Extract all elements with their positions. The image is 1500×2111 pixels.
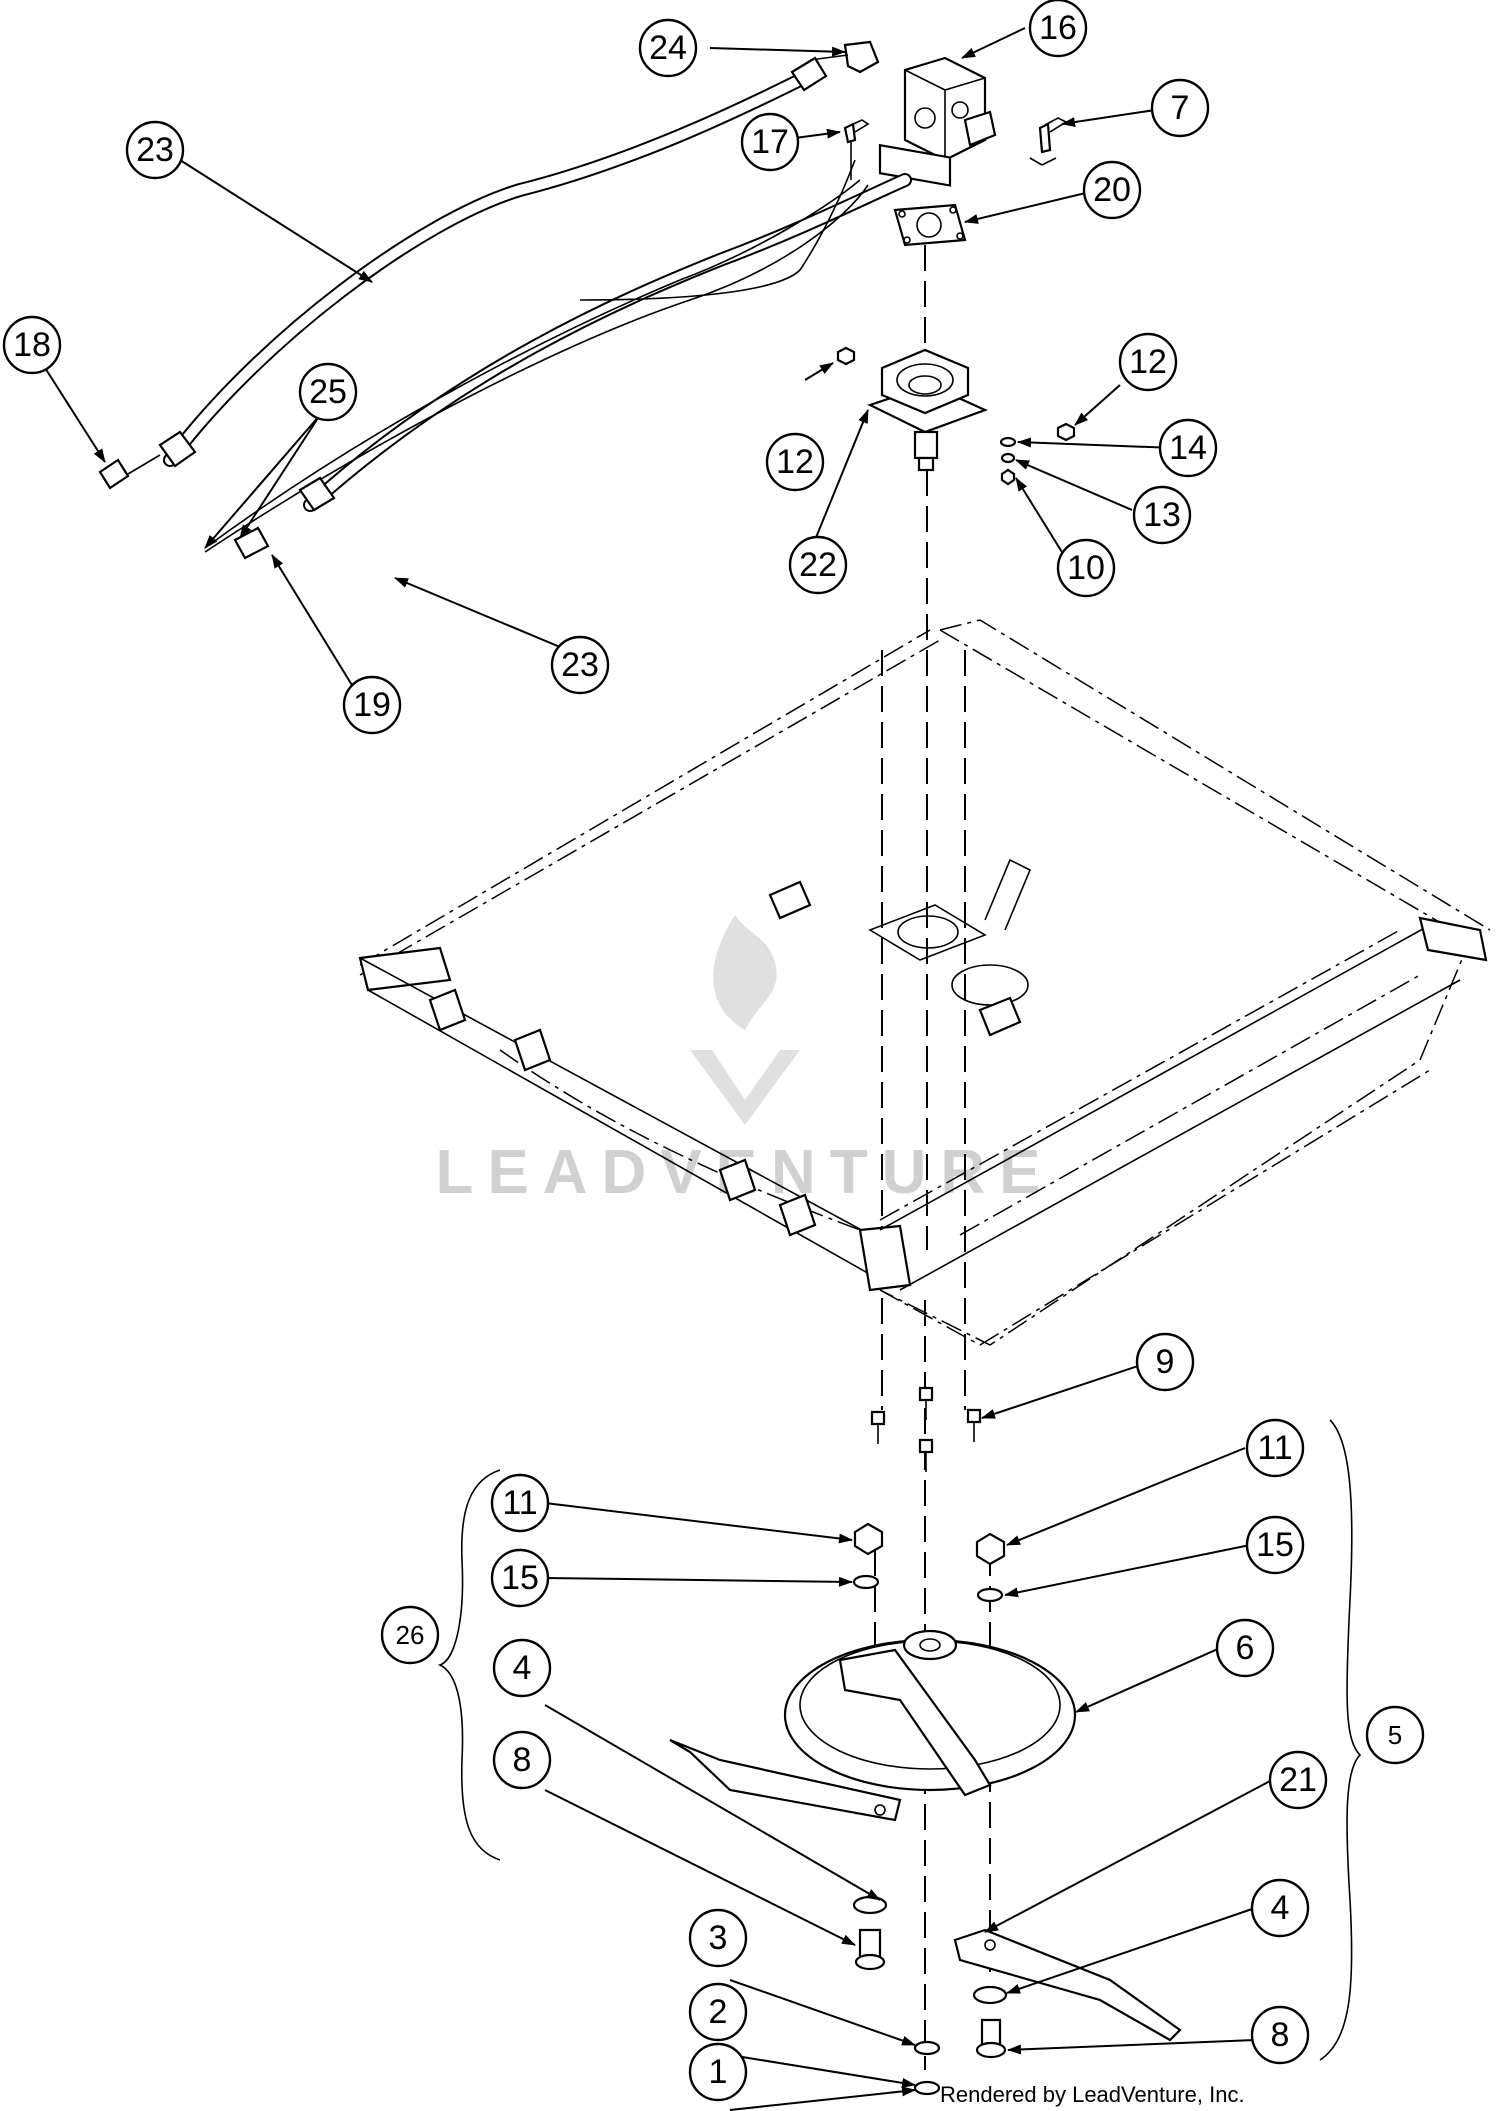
callout-6: 6: [1215, 1618, 1275, 1678]
callout-24: 24: [638, 18, 698, 78]
leader-lines: [39, 27, 1273, 2111]
bolt-7: [1029, 117, 1068, 166]
svg-text:20: 20: [1093, 171, 1131, 209]
gasket-20: [893, 203, 967, 247]
svg-text:22: 22: [799, 546, 837, 584]
callout-15-right: 15: [1245, 1515, 1305, 1575]
mower-blades: [669, 1738, 1182, 2042]
svg-text:8: 8: [1271, 2016, 1290, 2054]
callout-16: 16: [1028, 0, 1088, 58]
svg-text:5: 5: [1388, 1720, 1402, 1750]
callout-15-left: 15: [490, 1548, 550, 1608]
svg-text:4: 4: [513, 1649, 532, 1687]
svg-text:11: 11: [1257, 1429, 1292, 1467]
svg-text:24: 24: [649, 29, 687, 67]
footer-credit: Rendered by LeadVenture, Inc.: [940, 2082, 1245, 2107]
svg-text:13: 13: [1143, 496, 1181, 534]
callout-25: 25: [298, 362, 358, 422]
callout-14: 14: [1158, 418, 1218, 478]
bolts-9: [870, 1386, 982, 1472]
svg-text:14: 14: [1169, 429, 1207, 467]
callout-10: 10: [1056, 538, 1116, 598]
callout-12-left: 12: [765, 432, 825, 492]
svg-text:8: 8: [513, 1741, 532, 1779]
svg-text:17: 17: [751, 123, 789, 161]
hydraulic-motor: [878, 56, 997, 187]
callout-17: 17: [740, 112, 800, 172]
callout-13: 13: [1132, 485, 1192, 545]
svg-text:23: 23: [136, 131, 174, 169]
svg-text:21: 21: [1279, 1761, 1317, 1799]
svg-text:15: 15: [1256, 1526, 1294, 1564]
callout-7: 7: [1150, 78, 1210, 138]
callout-9: 9: [1135, 1332, 1195, 1392]
callout-26: 26: [380, 1605, 440, 1665]
callout-21: 21: [1268, 1750, 1328, 1810]
elbow-fitting: [809, 40, 880, 74]
motor-mount: [867, 348, 988, 472]
svg-text:25: 25: [309, 373, 347, 411]
callout-23-top: 23: [125, 120, 185, 180]
svg-text:2: 2: [709, 1993, 728, 2031]
svg-text:15: 15: [501, 1559, 539, 1597]
bolt-17: [843, 119, 870, 180]
svg-text:12: 12: [776, 443, 814, 481]
callout-23-bottom: 23: [550, 635, 610, 695]
callout-12-right: 12: [1118, 332, 1178, 392]
svg-text:10: 10: [1067, 549, 1105, 587]
callout-20: 20: [1082, 160, 1142, 220]
callout-18: 18: [2, 315, 62, 375]
callout-22: 22: [788, 535, 848, 595]
svg-text:16: 16: [1039, 9, 1077, 47]
blade-nuts-washers: [852, 1522, 1006, 1603]
svg-text:6: 6: [1236, 1629, 1255, 1667]
svg-text:3: 3: [709, 1919, 728, 1957]
callout-1: 1: [688, 2042, 748, 2102]
hydraulic-hoses: [163, 68, 912, 553]
blade-bolts-washers: [852, 1895, 1008, 2096]
svg-text:26: 26: [396, 1620, 425, 1650]
hose-fittings: [98, 56, 828, 560]
callout-4-right: 4: [1250, 1878, 1310, 1938]
callout-11-left: 11: [490, 1473, 550, 1533]
svg-text:7: 7: [1171, 89, 1190, 127]
svg-text:4: 4: [1271, 1889, 1290, 1927]
callout-8-right: 8: [1250, 2005, 1310, 2065]
callout-19: 19: [342, 675, 402, 735]
callout-4-left: 4: [492, 1638, 552, 1698]
callout-8-left: 8: [492, 1730, 552, 1790]
svg-text:1: 1: [709, 2053, 728, 2091]
svg-text:23: 23: [561, 646, 599, 684]
callout-3: 3: [688, 1908, 748, 1968]
svg-text:9: 9: [1156, 1343, 1175, 1381]
blade-adapter-disc: [783, 1629, 1077, 1797]
svg-text:11: 11: [502, 1484, 537, 1522]
callout-5: 5: [1365, 1705, 1425, 1765]
callout-2: 2: [688, 1982, 748, 2042]
assembly-braces: [437, 1419, 1362, 2061]
svg-text:18: 18: [13, 326, 51, 364]
callout-11-right: 11: [1245, 1418, 1305, 1478]
mower-deck-frame: [358, 619, 1491, 1346]
svg-text:19: 19: [353, 686, 391, 724]
hardware-nuts: [836, 346, 1076, 486]
svg-text:12: 12: [1129, 343, 1167, 381]
